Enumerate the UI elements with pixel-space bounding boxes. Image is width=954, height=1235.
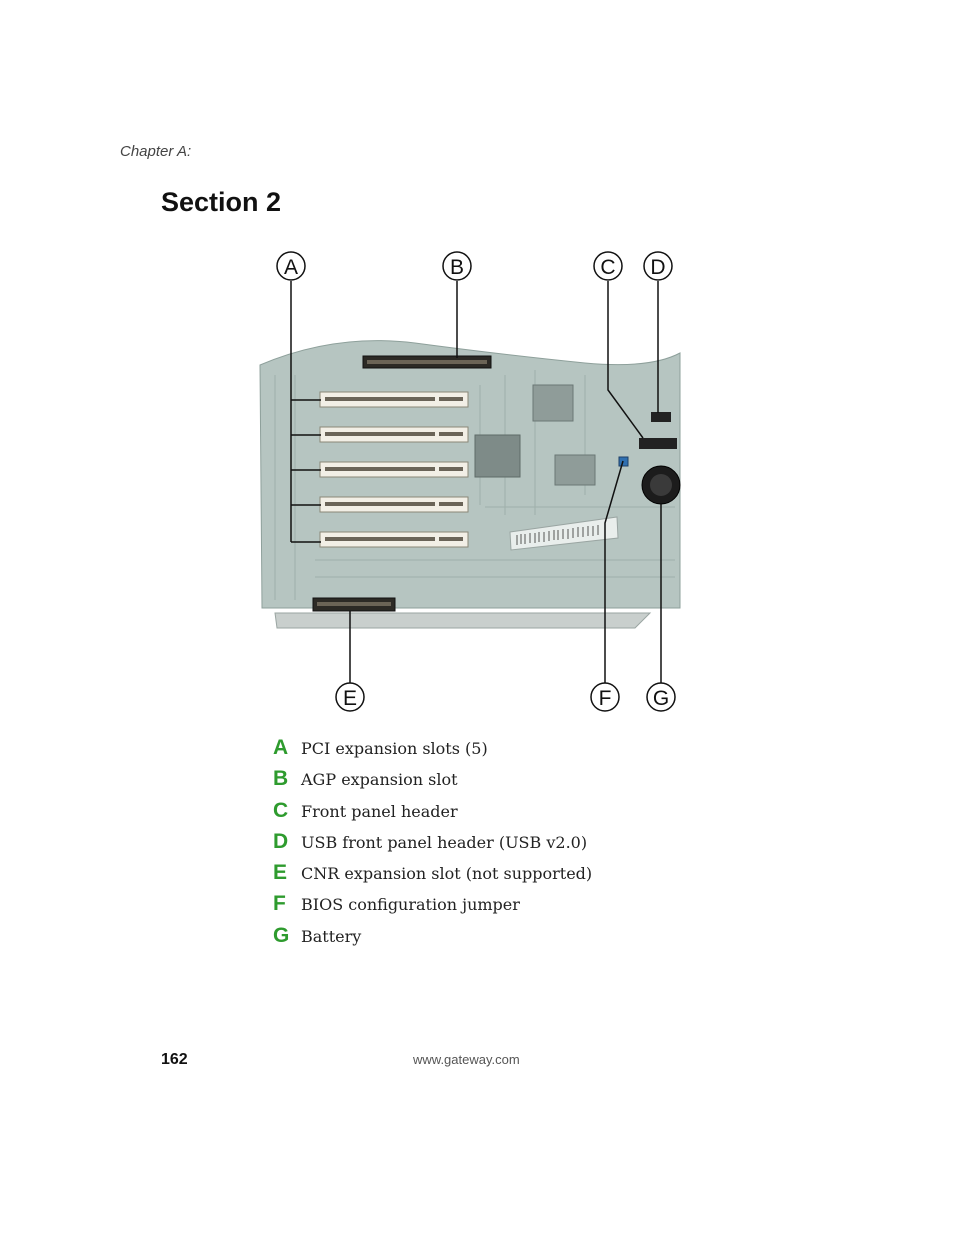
legend-letter: C [273, 798, 289, 822]
callout-markers [276, 251, 676, 712]
io-chip [554, 454, 596, 486]
legend-text: Battery [301, 926, 362, 946]
battery-cell [650, 474, 672, 496]
callout-d: D [650, 256, 665, 279]
chipset-southbridge [532, 384, 574, 422]
usb-front-panel-header [651, 412, 671, 422]
agp-slot-pins [367, 360, 487, 364]
callout-f: F [599, 687, 612, 710]
callout-a: A [284, 256, 298, 279]
pci-slot-pins [325, 537, 435, 541]
callout-circle-f [590, 682, 620, 712]
legend-item: D USB front panel header (USB v2.0) [273, 830, 693, 861]
section-title: Section 2 [161, 187, 282, 217]
callout-c: C [600, 256, 615, 279]
callout-circle-c [593, 251, 623, 281]
barcode [516, 525, 599, 545]
legend-letter: D [273, 829, 289, 853]
motherboard-figure: A B C D E F G [255, 245, 695, 725]
legend-letter: G [273, 923, 290, 947]
legend-letter: A [273, 736, 289, 759]
callout-circle-d [643, 251, 673, 281]
callout-circle-b [442, 251, 472, 281]
callout-circle-g [646, 682, 676, 712]
legend-text: Front panel header [301, 801, 458, 821]
pci-slot-pins [439, 432, 463, 436]
pci-slot-pins [439, 397, 463, 401]
pci-slot-pins [325, 397, 435, 401]
callout-circle-e [335, 682, 365, 712]
callout-e: E [343, 687, 357, 710]
leader-lines [290, 281, 662, 683]
chipset-northbridge [474, 434, 521, 478]
pci-slot-pins [325, 502, 435, 506]
legend-item: A PCI expansion slots (5) [273, 736, 693, 767]
footer-url[interactable]: www.gateway.com [413, 1052, 520, 1067]
callout-b: B [450, 256, 464, 279]
motherboard-illustration: A B C D E F G [259, 251, 681, 712]
legend-text: BIOS configuration jumper [301, 895, 520, 915]
pci-slot-pins [439, 467, 463, 471]
legend-item: C Front panel header [273, 799, 693, 830]
legend-letter: E [273, 861, 288, 885]
pci-slot-pins [325, 467, 435, 471]
page-number: 162 [161, 1051, 188, 1068]
callout-g: G [653, 687, 669, 710]
legend-text: USB front panel header (USB v2.0) [301, 832, 588, 852]
pci-slot-pins [325, 432, 435, 436]
legend-text: PCI expansion slots (5) [301, 739, 488, 758]
legend-item: G Battery [273, 924, 693, 955]
pci-slot-pins [439, 502, 463, 506]
callout-labels: A B C D E F G [284, 256, 669, 710]
callout-circle-a [276, 251, 306, 281]
legend-text: CNR expansion slot (not supported) [301, 864, 593, 884]
legend-item: B AGP expansion slot [273, 767, 693, 798]
board-tray [274, 612, 652, 629]
legend-letter: F [273, 892, 286, 916]
component-legend: A PCI expansion slots (5) B AGP expansio… [273, 736, 693, 955]
pci-slot-pins [439, 537, 463, 541]
cnr-slot-pins [317, 602, 391, 606]
legend-item: E CNR expansion slot (not supported) [273, 861, 693, 892]
legend-letter: B [273, 767, 289, 791]
legend-text: AGP expansion slot [301, 770, 458, 790]
chapter-label: Chapter A: [120, 143, 192, 160]
legend-item: F BIOS configuration jumper [273, 892, 693, 923]
front-panel-header [639, 438, 677, 449]
barcode-sticker [509, 516, 619, 551]
pci-slots [319, 391, 469, 548]
